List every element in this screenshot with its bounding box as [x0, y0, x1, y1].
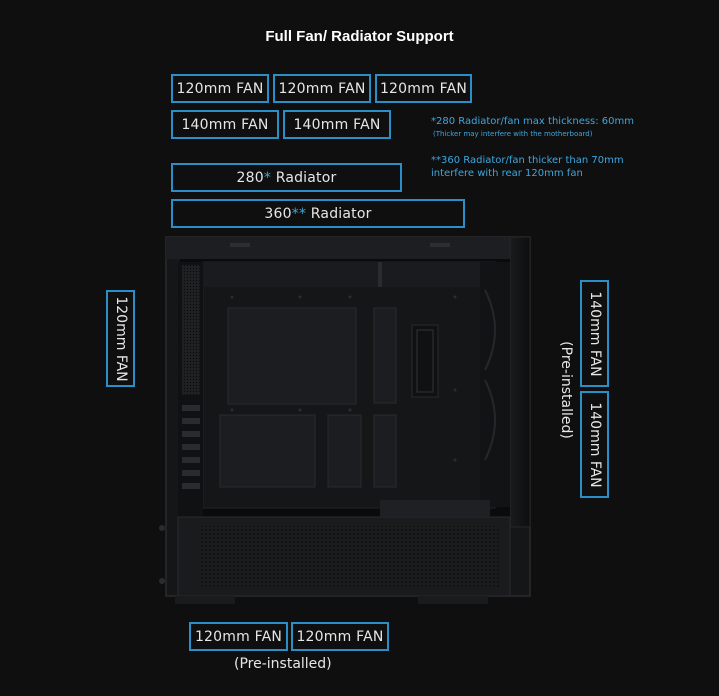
- note-280-line1: *280 Radiator/fan max thickness: 60mm: [431, 116, 635, 127]
- front-fan-140-1: 140mm FAN: [580, 280, 609, 387]
- front-fan-label-1: 140mm FAN: [586, 290, 603, 377]
- radiator-360-size: 360: [264, 205, 292, 222]
- radiator-360-box: 360** Radiator: [171, 199, 465, 228]
- front-fan-140-2: 140mm FAN: [580, 391, 609, 498]
- note-360-line2: interfere with rear 120mm fan: [431, 168, 583, 179]
- top-fan-120-1: 120mm FAN: [171, 74, 269, 103]
- top-fan-120-3: 120mm FAN: [375, 74, 472, 103]
- radiator-360-suffix: Radiator: [306, 205, 372, 222]
- radiator-280-box: 280* Radiator: [171, 163, 402, 192]
- front-fan-label-2: 140mm FAN: [586, 401, 603, 488]
- front-preinstalled-label: (Pre-installed): [558, 341, 574, 439]
- radiator-360-mark: **: [291, 205, 307, 222]
- top-fan-140-2: 140mm FAN: [283, 110, 391, 139]
- bottom-fan-120-1: 120mm FAN: [189, 622, 288, 651]
- bottom-preinstalled-label: (Pre-installed): [234, 656, 332, 672]
- note-360-line1: **360 Radiator/fan thicker than 70mm: [431, 155, 624, 166]
- top-fan-140-1: 140mm FAN: [171, 110, 279, 139]
- note-280-line2: (Thicker may interfere with the motherbo…: [433, 130, 593, 138]
- radiator-280-suffix: Radiator: [271, 169, 337, 186]
- rear-fan-label: 120mm FAN: [112, 295, 129, 382]
- rear-fan-box: 120mm FAN: [106, 290, 135, 387]
- top-fan-120-2: 120mm FAN: [273, 74, 371, 103]
- bottom-fan-120-2: 120mm FAN: [291, 622, 389, 651]
- radiator-280-size: 280: [236, 169, 264, 186]
- radiator-280-mark: *: [263, 169, 272, 186]
- page-title: Full Fan/ Radiator Support: [265, 28, 454, 45]
